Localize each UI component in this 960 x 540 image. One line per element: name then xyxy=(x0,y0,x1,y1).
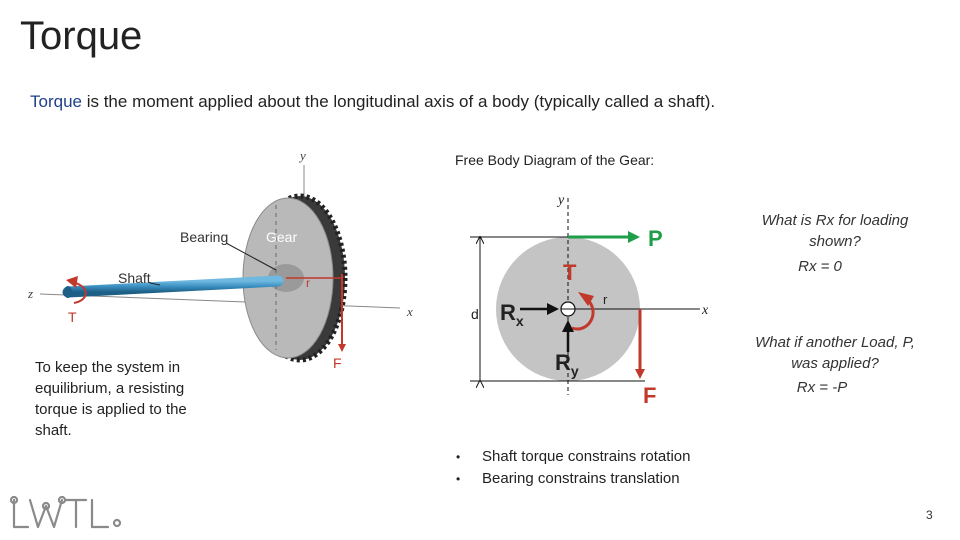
question-2: What if another Load, P, was applied? xyxy=(755,334,915,372)
axis-x-label: x xyxy=(406,304,413,319)
radius-label: r xyxy=(306,276,310,290)
force-label: F xyxy=(333,355,342,371)
answer-2: Rx = -P xyxy=(796,379,848,396)
bearing-leader xyxy=(225,242,277,271)
axis-z-label: z xyxy=(27,286,33,301)
reaction-ry-label: Ry xyxy=(555,350,579,379)
bearing-label: Bearing xyxy=(180,229,228,245)
gear-label: Gear xyxy=(266,229,297,245)
bullet-item: Bearing constrains translation xyxy=(456,468,690,490)
shaft-label: Shaft xyxy=(118,270,151,286)
shaft xyxy=(62,275,284,298)
diameter-label: d xyxy=(471,306,479,322)
reaction-rx-label: Rx xyxy=(500,300,524,329)
fbd-caption: Free Body Diagram of the Gear: xyxy=(455,152,655,168)
equilibrium-text: To keep the system in equilibrium, a res… xyxy=(35,359,187,439)
bullet-item: Shaft torque constrains rotation xyxy=(456,446,690,468)
fbd-radius-label: r xyxy=(603,292,608,307)
axis-y-label: y xyxy=(298,148,306,163)
intro-rest: is the moment applied about the longitud… xyxy=(81,92,716,111)
bullet-list: Shaft torque constrains rotation Bearing… xyxy=(456,446,690,490)
load-p-label: P xyxy=(648,226,663,251)
gear-3d-diagram: y z x Bearing Gear Shaft r T F xyxy=(27,148,413,371)
page-number: 3 xyxy=(926,508,933,522)
lwtl-logo xyxy=(9,495,122,529)
free-body-diagram: y x d P T r Rx Ry F xyxy=(470,193,709,408)
intro-text: Torque is the moment applied about the l… xyxy=(30,92,715,112)
torque-keyword: Torque xyxy=(30,92,82,111)
fbd-force-f-label: F xyxy=(643,383,656,408)
fbd-torque-label: T xyxy=(563,260,577,285)
fbd-axis-y-label: y xyxy=(556,193,565,208)
torque-label: T xyxy=(68,309,77,325)
fbd-axis-x-label: x xyxy=(701,303,709,318)
question-1: What is Rx for loading shown? xyxy=(761,212,909,250)
slide-title: Torque xyxy=(20,14,143,58)
answer-1: Rx = 0 xyxy=(798,258,842,275)
